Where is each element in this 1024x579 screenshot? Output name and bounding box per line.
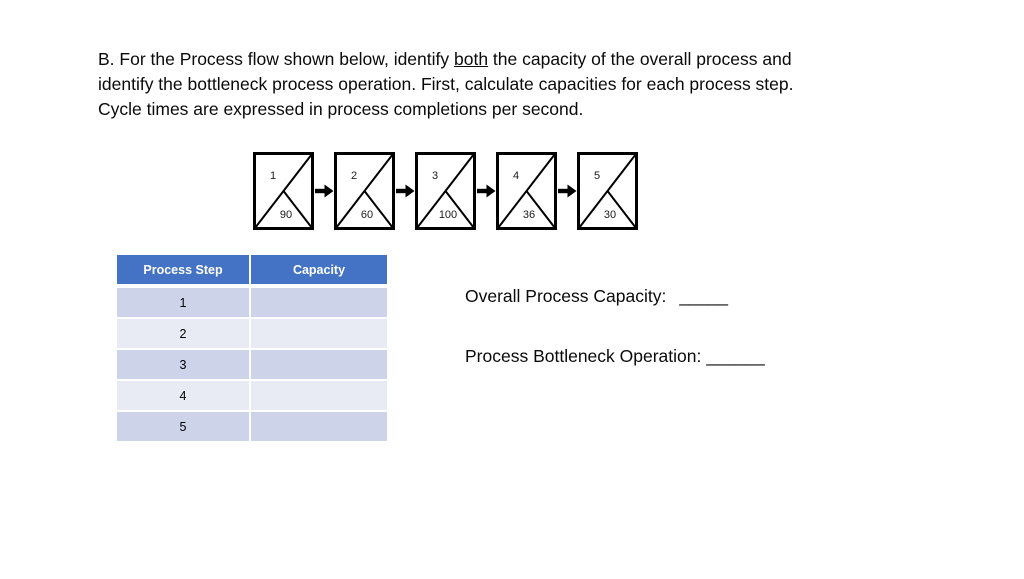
step-cell: 1: [117, 288, 251, 317]
process-box-shape-icon: [496, 152, 557, 230]
cycle-time: 90: [279, 209, 293, 221]
step-cell: 4: [117, 381, 251, 410]
paragraph-line-2: identify the bottleneck process operatio…: [98, 73, 794, 94]
bottleneck-blank: ______: [706, 346, 765, 366]
process-box-4: 4 36: [496, 152, 557, 230]
flow-arrow-icon: [476, 184, 496, 198]
paragraph-line-3: Cycle times are expressed in process com…: [98, 98, 584, 119]
table-row: 4: [117, 381, 389, 410]
paragraph-text: the capacity of the overall process and: [488, 49, 792, 69]
header-capacity: Capacity: [251, 255, 387, 284]
cycle-time: 100: [438, 209, 458, 221]
table-row: 3: [117, 350, 389, 379]
step-number: 4: [512, 170, 520, 182]
process-box-5: 5 30: [577, 152, 638, 230]
capacity-cell: [251, 288, 387, 317]
cycle-time: 36: [522, 209, 536, 221]
cycle-time: 60: [360, 209, 374, 221]
process-box-shape-icon: [577, 152, 638, 230]
capacity-table: Process Step Capacity 1 2 3 4 5: [117, 255, 389, 443]
process-flow-diagram: 1 90 2 60 3 100 4 36: [253, 152, 638, 230]
flow-arrow-icon: [395, 184, 415, 198]
overall-capacity-label: Overall Process Capacity:: [465, 286, 667, 306]
cycle-time: 30: [603, 209, 617, 221]
capacity-cell: [251, 319, 387, 348]
step-cell: 3: [117, 350, 251, 379]
overall-capacity-blank: _____: [679, 286, 728, 306]
flow-arrow-icon: [314, 184, 334, 198]
paragraph-line-1: B. For the Process flow shown below, ide…: [98, 47, 948, 72]
capacity-cell: [251, 381, 387, 410]
step-number: 1: [269, 170, 277, 182]
process-box-shape-icon: [253, 152, 314, 230]
underlined-word: both: [454, 49, 489, 69]
table-header-row: Process Step Capacity: [117, 255, 389, 284]
overall-capacity-question: Overall Process Capacity: _____: [465, 286, 728, 307]
process-box-2: 2 60: [334, 152, 395, 230]
table-row: 5: [117, 412, 389, 441]
process-box-3: 3 100: [415, 152, 476, 230]
bottleneck-question: Process Bottleneck Operation:______: [465, 346, 765, 367]
table-row: 2: [117, 319, 389, 348]
paragraph-text: B. For the Process flow shown below, ide…: [98, 49, 454, 69]
process-box-shape-icon: [334, 152, 395, 230]
capacity-cell: [251, 412, 387, 441]
step-cell: 5: [117, 412, 251, 441]
step-cell: 2: [117, 319, 251, 348]
table-row: 1: [117, 288, 389, 317]
flow-arrow-icon: [557, 184, 577, 198]
process-box-1: 1 90: [253, 152, 314, 230]
bottleneck-label: Process Bottleneck Operation:: [465, 346, 702, 366]
question-paragraph: B. For the Process flow shown below, ide…: [98, 47, 948, 121]
header-process-step: Process Step: [117, 255, 251, 284]
step-number: 3: [431, 170, 439, 182]
step-number: 5: [593, 170, 601, 182]
process-box-shape-icon: [415, 152, 476, 230]
step-number: 2: [350, 170, 358, 182]
capacity-cell: [251, 350, 387, 379]
